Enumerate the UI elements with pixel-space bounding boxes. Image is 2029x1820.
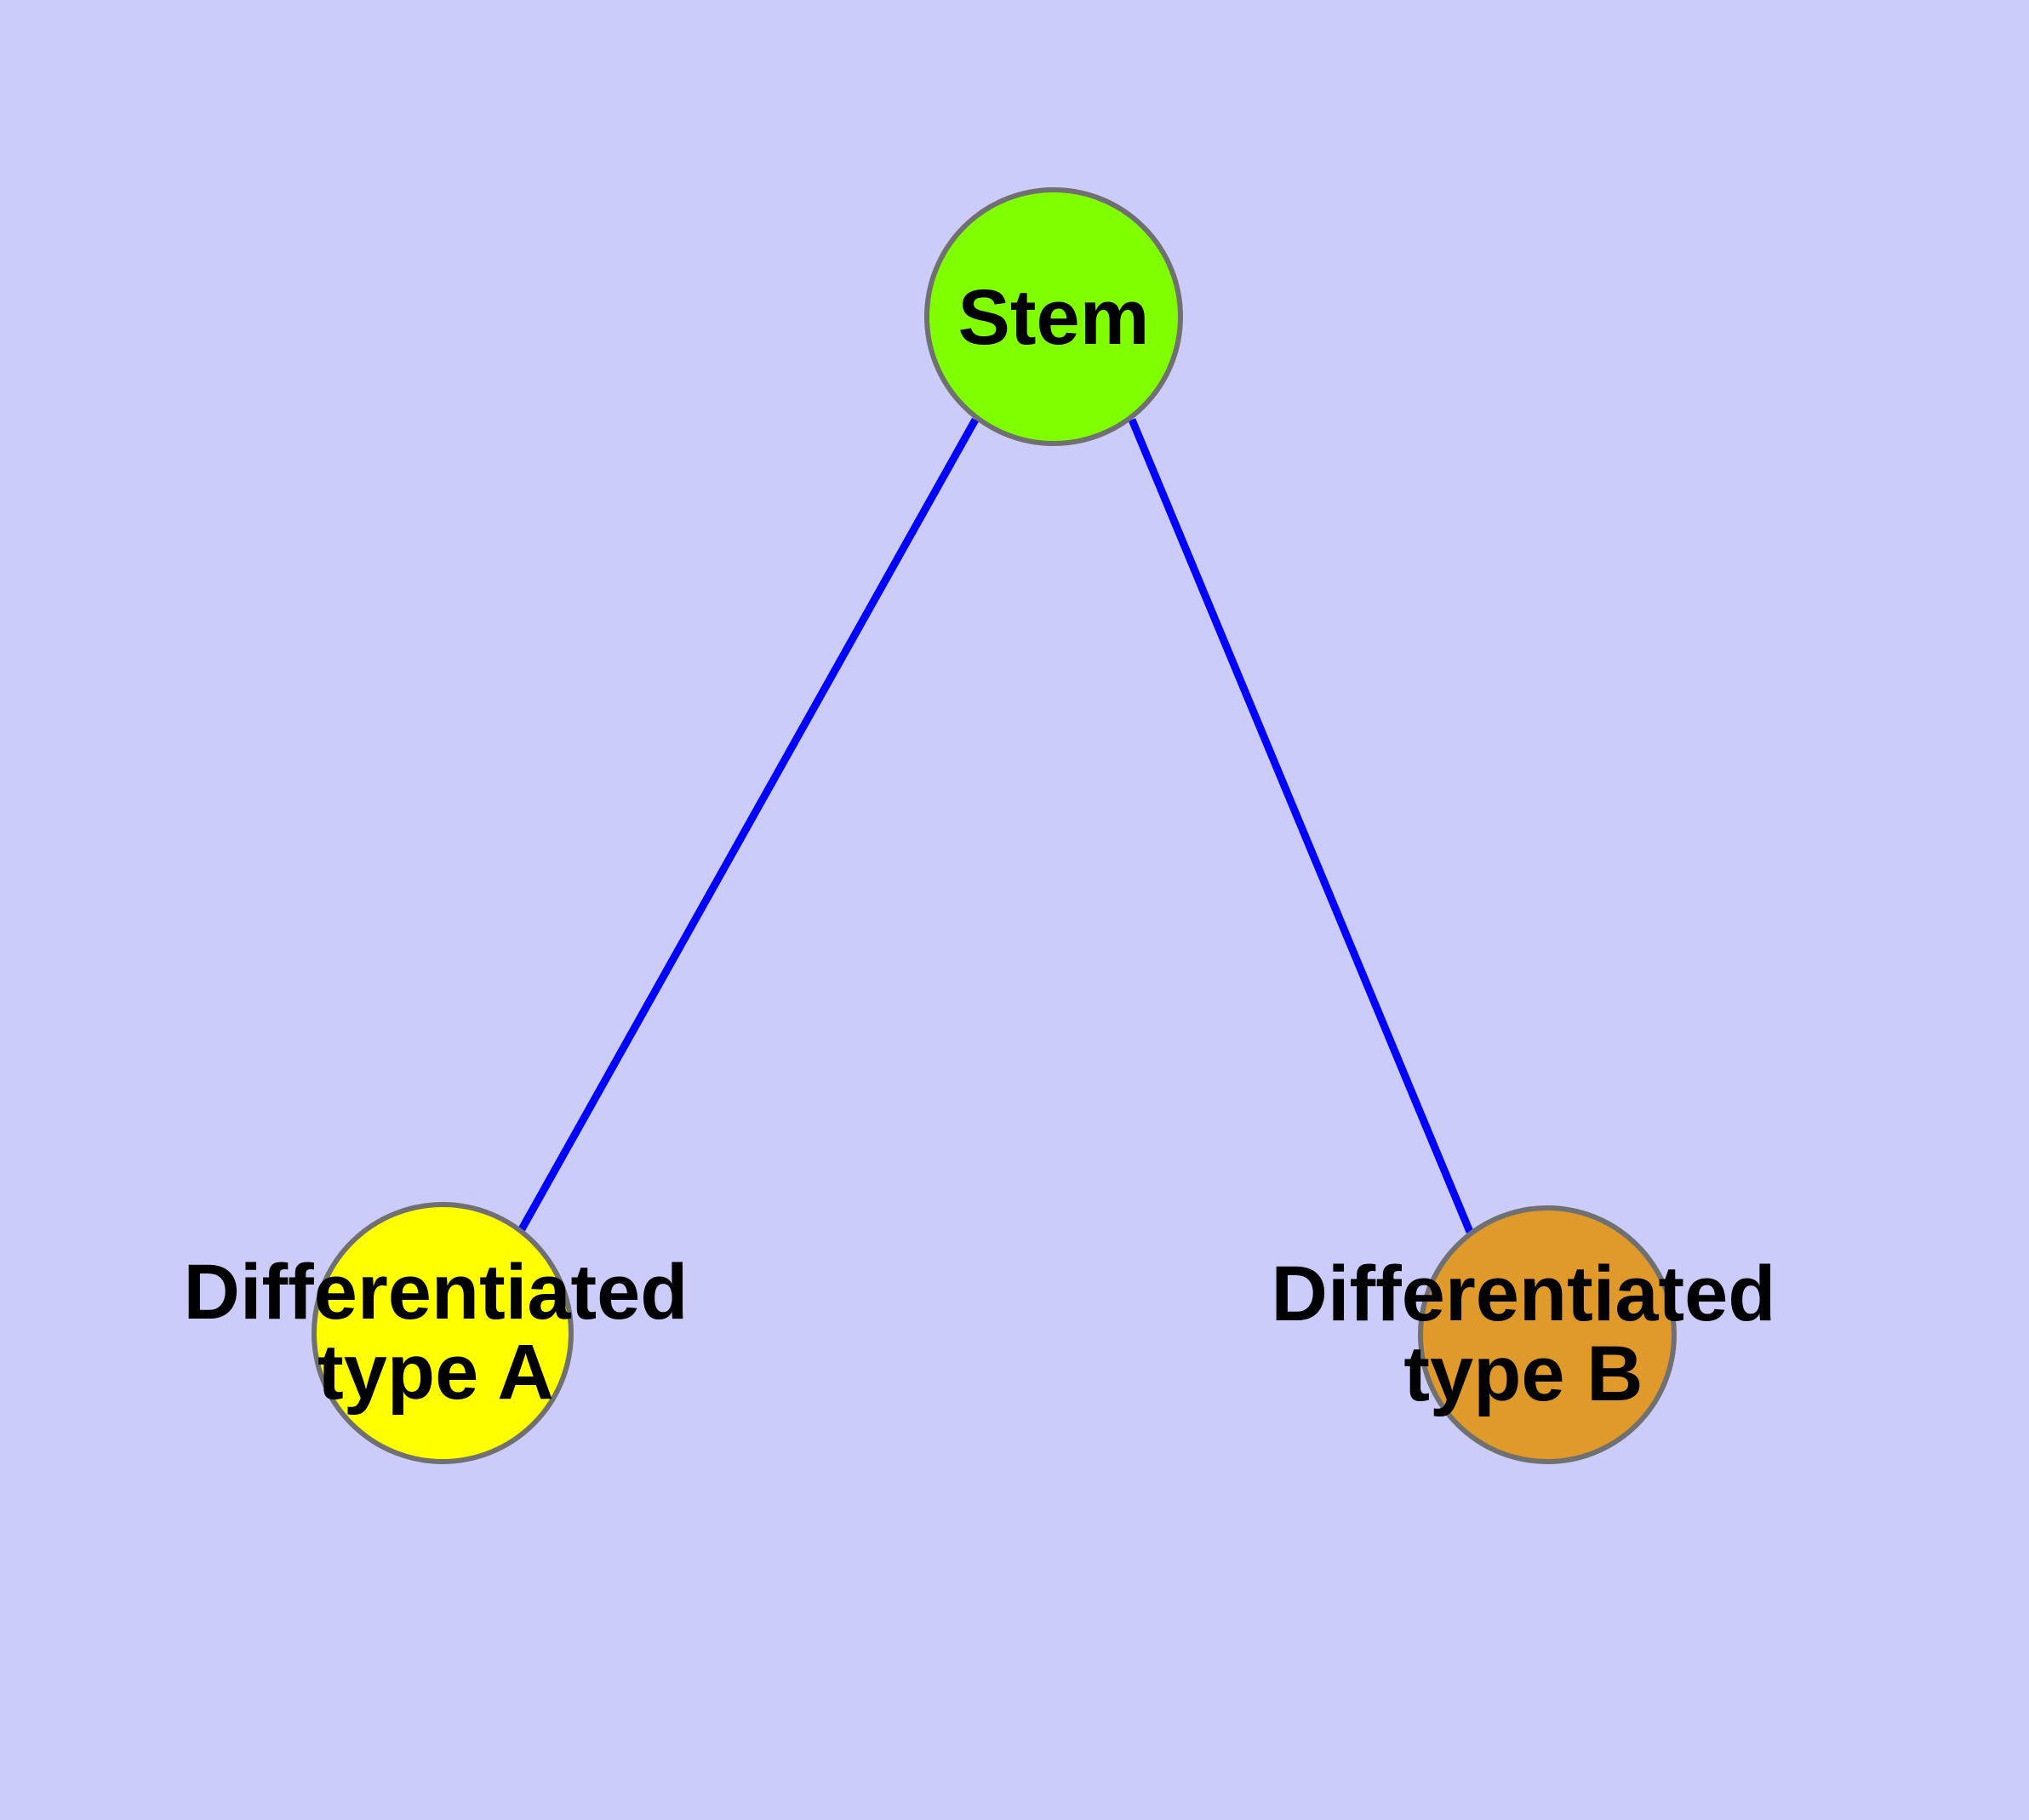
node-diff-a-circle[interactable] — [311, 1202, 574, 1464]
node-stem-circle[interactable] — [924, 187, 1183, 446]
node-diff-b-circle[interactable] — [1418, 1205, 1677, 1464]
edge-layer — [518, 417, 1474, 1233]
edge-stem-to-diff-b[interactable] — [1128, 418, 1474, 1233]
edge-stem-to-diff-a[interactable] — [518, 417, 979, 1232]
node-layer — [311, 187, 1677, 1464]
